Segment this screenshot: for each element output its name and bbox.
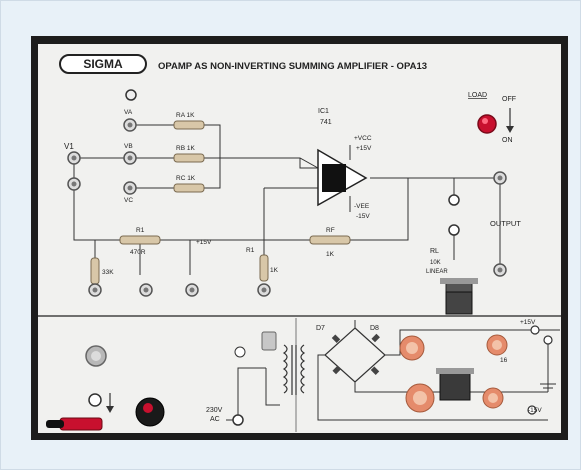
label-off: OFF bbox=[502, 96, 516, 103]
terminal-psu-ground[interactable] bbox=[543, 335, 553, 345]
terminal-v1-a[interactable] bbox=[67, 151, 81, 165]
label-r1b: R1 bbox=[136, 227, 145, 234]
diode-d8 bbox=[371, 333, 380, 343]
label-ra: RA 1K bbox=[176, 112, 195, 119]
board-title: OPAMP AS NON-INVERTING SUMMING AMPLIFIER… bbox=[158, 61, 427, 72]
label-ic-part: 741 bbox=[320, 119, 332, 126]
sigma-logo bbox=[59, 54, 147, 74]
mains-lamp bbox=[234, 346, 246, 358]
regulator-positive bbox=[445, 291, 473, 315]
label-d7: D7 bbox=[316, 325, 325, 332]
label-rl-type: LINEAR bbox=[426, 269, 448, 275]
terminal-psu-plus15[interactable] bbox=[530, 325, 540, 335]
label-rl: RL bbox=[430, 248, 439, 255]
capacitor-1 bbox=[399, 335, 425, 361]
indicator-lamp bbox=[85, 345, 107, 367]
label-33k: 33K bbox=[102, 269, 114, 276]
diode-d7 bbox=[331, 334, 341, 343]
switch-arrow-head bbox=[506, 126, 514, 133]
fuse-holder[interactable] bbox=[135, 397, 165, 427]
resistor-r1 bbox=[259, 254, 269, 282]
label-mains: 230V bbox=[206, 407, 223, 414]
terminal-vb[interactable] bbox=[123, 151, 137, 165]
capacitor-3 bbox=[405, 383, 435, 413]
label-rc: RC 1K bbox=[176, 175, 196, 182]
label-c16: 16 bbox=[500, 357, 508, 364]
mains-wires bbox=[226, 367, 280, 421]
label-load: LOAD bbox=[468, 92, 487, 99]
label-psu-minus15: -15V bbox=[528, 407, 542, 414]
terminal-psu-minus15[interactable] bbox=[527, 405, 537, 415]
terminal-load-b[interactable] bbox=[448, 224, 460, 236]
diode-d6 bbox=[370, 366, 380, 375]
mains-socket bbox=[261, 331, 277, 351]
resistor-rf bbox=[309, 235, 351, 245]
resistor-r1-470r bbox=[119, 235, 161, 245]
terminal-va[interactable] bbox=[123, 118, 137, 132]
psu-wires bbox=[317, 320, 560, 421]
terminal-33k[interactable] bbox=[88, 283, 102, 297]
terminal-mid-b[interactable] bbox=[185, 283, 199, 297]
power-indicator-ring bbox=[88, 393, 102, 407]
terminal-r1[interactable] bbox=[257, 283, 271, 297]
diode-d5 bbox=[332, 365, 341, 375]
terminal-output-bottom[interactable] bbox=[493, 263, 507, 277]
label-vcc-voltage: +15V bbox=[356, 145, 372, 152]
label-output: OUTPUT bbox=[490, 219, 521, 228]
capacitor-4 bbox=[482, 387, 504, 409]
resistor-rb bbox=[173, 153, 205, 163]
terminal-vc[interactable] bbox=[123, 181, 137, 195]
power-arrow-head bbox=[106, 406, 114, 413]
label-va: VA bbox=[124, 109, 133, 116]
terminal-ground-top[interactable] bbox=[125, 89, 137, 101]
label-rf: RF bbox=[326, 227, 335, 234]
resistor-33k bbox=[90, 257, 100, 285]
potentiometer-bracket bbox=[440, 278, 478, 284]
label-vb: VB bbox=[124, 143, 133, 150]
resistor-rc bbox=[173, 183, 205, 193]
capacitor-2 bbox=[486, 334, 508, 356]
label-vc: VC bbox=[124, 197, 133, 204]
label-rl-value: 10K bbox=[430, 260, 441, 266]
resistor-ra bbox=[173, 120, 205, 130]
regulator-heatsink bbox=[436, 368, 474, 374]
label-rf-value: 1K bbox=[326, 251, 335, 258]
terminal-load-a[interactable] bbox=[448, 194, 460, 206]
terminal-output-top[interactable] bbox=[493, 171, 507, 185]
regulator-negative bbox=[439, 369, 471, 401]
label-vcc: +VCC bbox=[354, 135, 372, 142]
label-psu-plus15: +15V bbox=[520, 319, 536, 326]
power-switch[interactable] bbox=[46, 417, 103, 431]
label-mains-ac: AC bbox=[210, 416, 220, 423]
terminal-v1-b[interactable] bbox=[67, 177, 81, 191]
opamp-ic-chip bbox=[322, 164, 346, 192]
label-r1-value: 1K bbox=[270, 267, 279, 274]
load-switch[interactable] bbox=[477, 114, 497, 134]
label-ic: IC1 bbox=[318, 108, 329, 115]
terminal-mid-a[interactable] bbox=[139, 283, 153, 297]
label-on: ON bbox=[502, 137, 513, 144]
label-rb: RB 1K bbox=[176, 145, 195, 152]
brand-label: SIGMA bbox=[83, 57, 123, 71]
label-r1: R1 bbox=[246, 247, 255, 254]
label-r1b-value: 470R bbox=[130, 249, 146, 256]
mains-terminal[interactable] bbox=[232, 414, 244, 426]
label-vee-voltage: -15V bbox=[356, 213, 370, 220]
label-vee: -VEE bbox=[354, 203, 370, 210]
transformer-coil bbox=[282, 344, 306, 395]
label-v1: V1 bbox=[64, 142, 74, 151]
label-plus15: +15V bbox=[196, 239, 212, 246]
label-d8: D8 bbox=[370, 325, 379, 332]
